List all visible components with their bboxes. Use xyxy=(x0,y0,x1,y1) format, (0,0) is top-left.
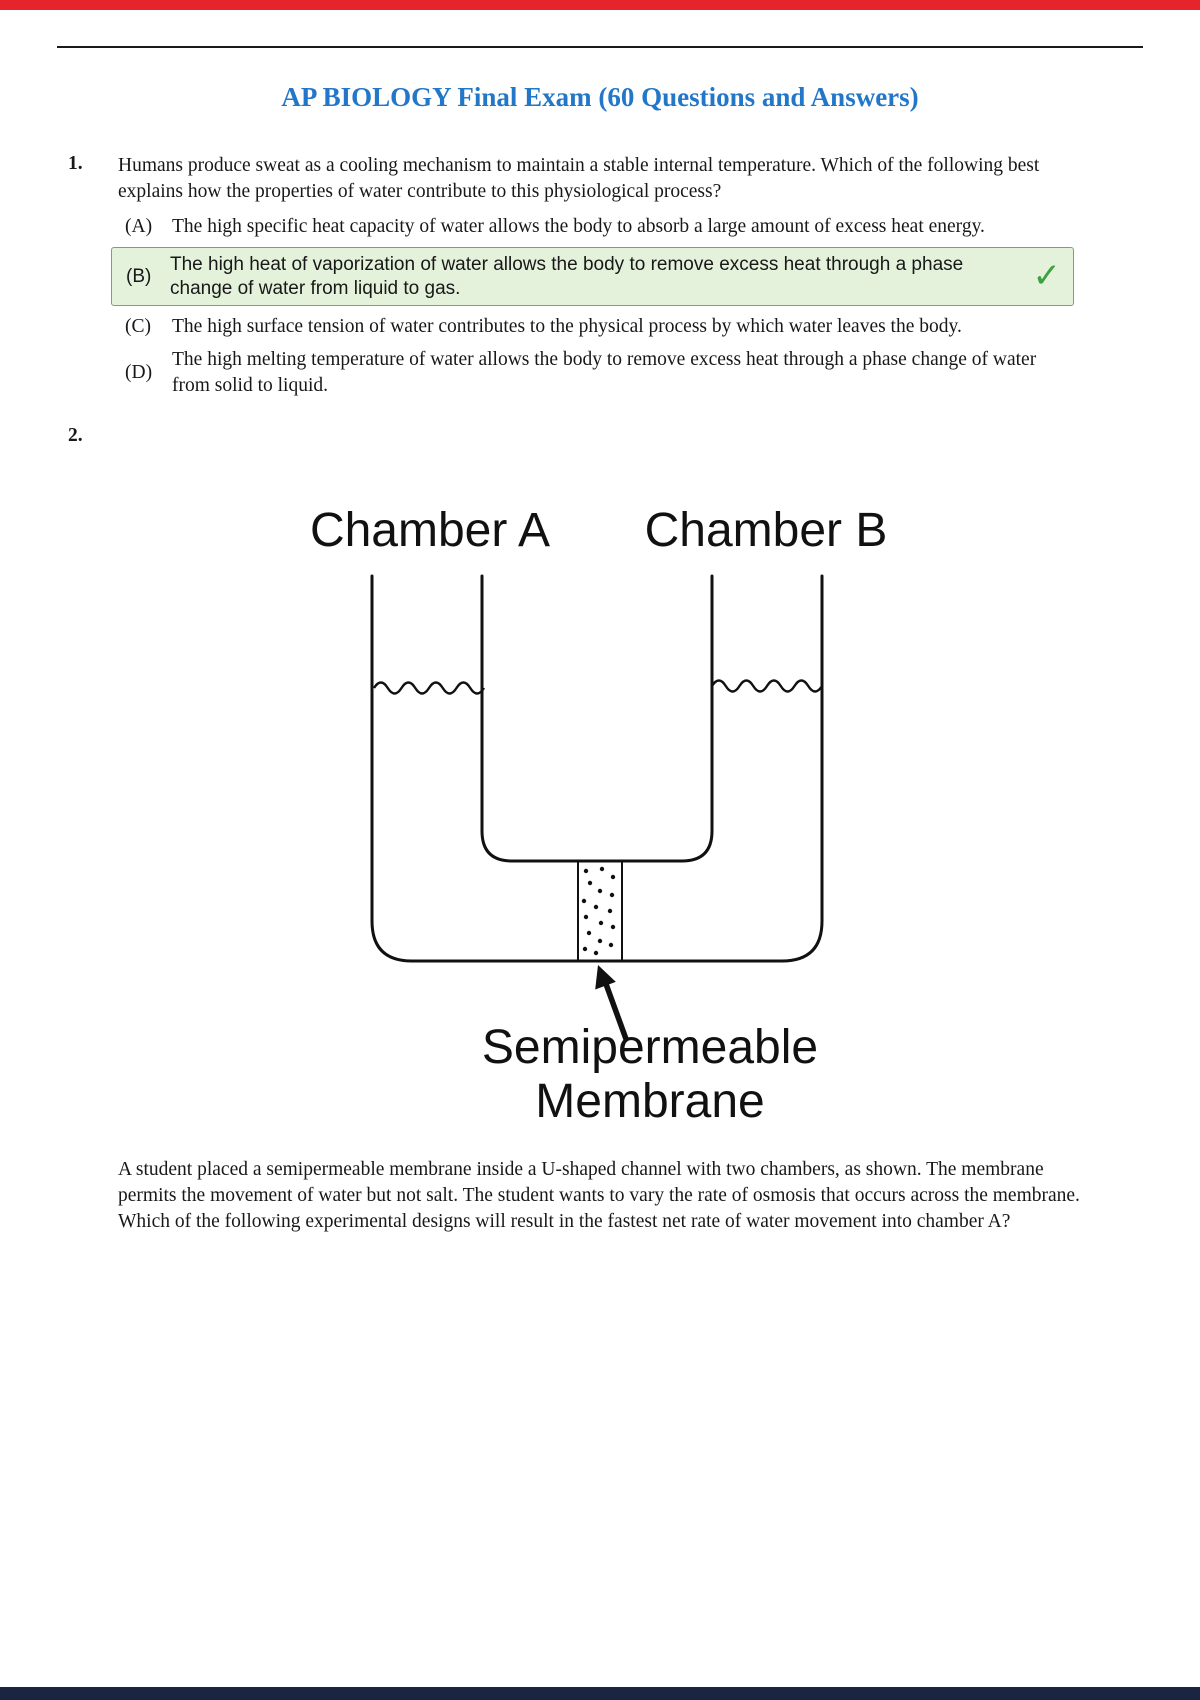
option-c-letter: (C) xyxy=(125,315,151,337)
membrane-label-line1: Semipermeable xyxy=(482,1021,818,1074)
option-c-text: The high surface tension of water contri… xyxy=(172,315,962,337)
option-d-letter: (D) xyxy=(125,362,153,384)
top-red-bar xyxy=(0,0,1200,10)
membrane-label-line2: Membrane xyxy=(535,1075,764,1128)
option-b-row-correct-answer: (B) The high heat of vaporization of wat… xyxy=(111,247,1074,306)
water-level-left xyxy=(372,681,486,695)
option-c-row: (C) The high surface tension of water co… xyxy=(125,314,1077,340)
option-a-row: (A) The high specific heat capacity of w… xyxy=(125,214,1077,240)
membrane-pore-dots xyxy=(581,866,616,956)
u-tube-drawing: Chamber A Chamber B xyxy=(310,504,888,1128)
checkmark-icon: ✓ xyxy=(1032,255,1062,296)
question-2-number: 2. xyxy=(68,424,83,446)
u-tube-inner-wall xyxy=(480,574,714,863)
option-b-letter: (B) xyxy=(126,265,152,287)
question-1-options: (A) The high specific heat capacity of w… xyxy=(0,214,1200,399)
exam-title: AP BIOLOGY Final Exam (60 Questions and … xyxy=(281,82,919,112)
chamber-a-label: Chamber A xyxy=(310,504,550,557)
option-a-text: The high specific heat capacity of water… xyxy=(172,215,985,237)
option-d-text: The high melting temperature of water al… xyxy=(172,349,1037,397)
membrane-pointer-arrow xyxy=(595,964,629,1042)
bottom-navy-bar xyxy=(0,1687,1200,1700)
question-1-number: 1. xyxy=(68,153,83,174)
semipermeable-membrane xyxy=(577,860,623,960)
osmosis-diagram: Chamber A Chamber B xyxy=(0,451,1200,1141)
option-a-letter: (A) xyxy=(125,215,153,237)
question-2-text: A student placed a semipermeable membran… xyxy=(118,1158,1080,1232)
u-tube-outer-wall xyxy=(370,574,824,963)
question-1-text: Humans produce sweat as a cooling mechan… xyxy=(118,155,1040,203)
water-level-right xyxy=(710,679,824,693)
question-1: 1. Humans produce sweat as a cooling mec… xyxy=(0,153,1200,206)
header-rule xyxy=(57,46,1143,48)
chamber-b-label: Chamber B xyxy=(645,504,888,557)
option-b-text: The high heat of vaporization of water a… xyxy=(170,254,964,299)
option-d-row: (D) The high melting temperature of wate… xyxy=(125,347,1077,398)
